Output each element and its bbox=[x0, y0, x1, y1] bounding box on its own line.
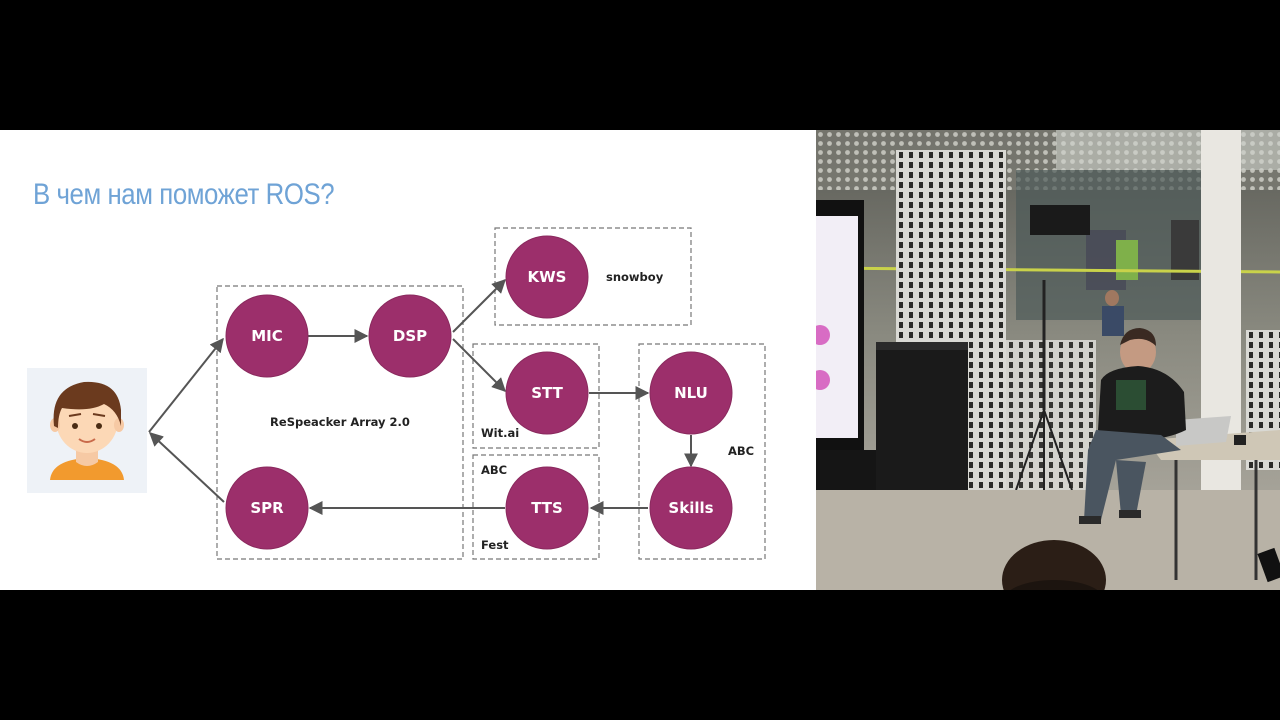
snowboy-label: snowboy bbox=[606, 270, 664, 284]
node-skills: Skills bbox=[649, 466, 733, 550]
node-kws: KWS bbox=[505, 235, 589, 319]
arrow-dsp-stt bbox=[452, 338, 506, 392]
abc-tts-label: ABC bbox=[481, 463, 507, 477]
arrow-dsp-kws bbox=[452, 279, 506, 333]
node-stt-label: STT bbox=[531, 384, 563, 402]
node-tts: TTS bbox=[505, 466, 589, 550]
fest-label: Fest bbox=[481, 538, 509, 552]
node-spr: SPR bbox=[225, 466, 309, 550]
user-avatar-icon bbox=[27, 368, 147, 493]
node-nlu: NLU bbox=[649, 351, 733, 435]
ros-pipeline-diagram: MIC DSP KWS STT NLU Skills TTS SPR bbox=[27, 227, 766, 560]
respeaker-label: ReSpeacker Array 2.0 bbox=[270, 415, 410, 429]
node-dsp: DSP bbox=[368, 294, 452, 378]
nlu-box bbox=[638, 343, 766, 560]
speaker-video-image bbox=[816, 130, 1280, 590]
node-dsp-label: DSP bbox=[393, 327, 427, 345]
abc-nlu-label: ABC bbox=[728, 444, 754, 458]
slide-title: В чем нам поможет ROS? bbox=[33, 178, 335, 211]
node-skills-label: Skills bbox=[668, 499, 713, 517]
kws-box bbox=[494, 227, 692, 326]
arrow-spr-user bbox=[148, 432, 225, 503]
presentation-slide: В чем нам поможет ROS? bbox=[0, 130, 816, 590]
stt-box bbox=[472, 343, 600, 449]
node-kws-label: KWS bbox=[528, 268, 567, 286]
witai-label: Wit.ai bbox=[481, 426, 519, 440]
node-nlu-label: NLU bbox=[674, 384, 708, 402]
node-mic-label: MIC bbox=[251, 327, 283, 345]
arrow-user-mic bbox=[148, 337, 224, 433]
speaker-video-feed bbox=[816, 130, 1280, 590]
node-mic: MIC bbox=[225, 294, 309, 378]
respeaker-box bbox=[216, 285, 464, 560]
node-stt: STT bbox=[505, 351, 589, 435]
node-tts-label: TTS bbox=[531, 499, 563, 517]
node-spr-label: SPR bbox=[250, 499, 284, 517]
